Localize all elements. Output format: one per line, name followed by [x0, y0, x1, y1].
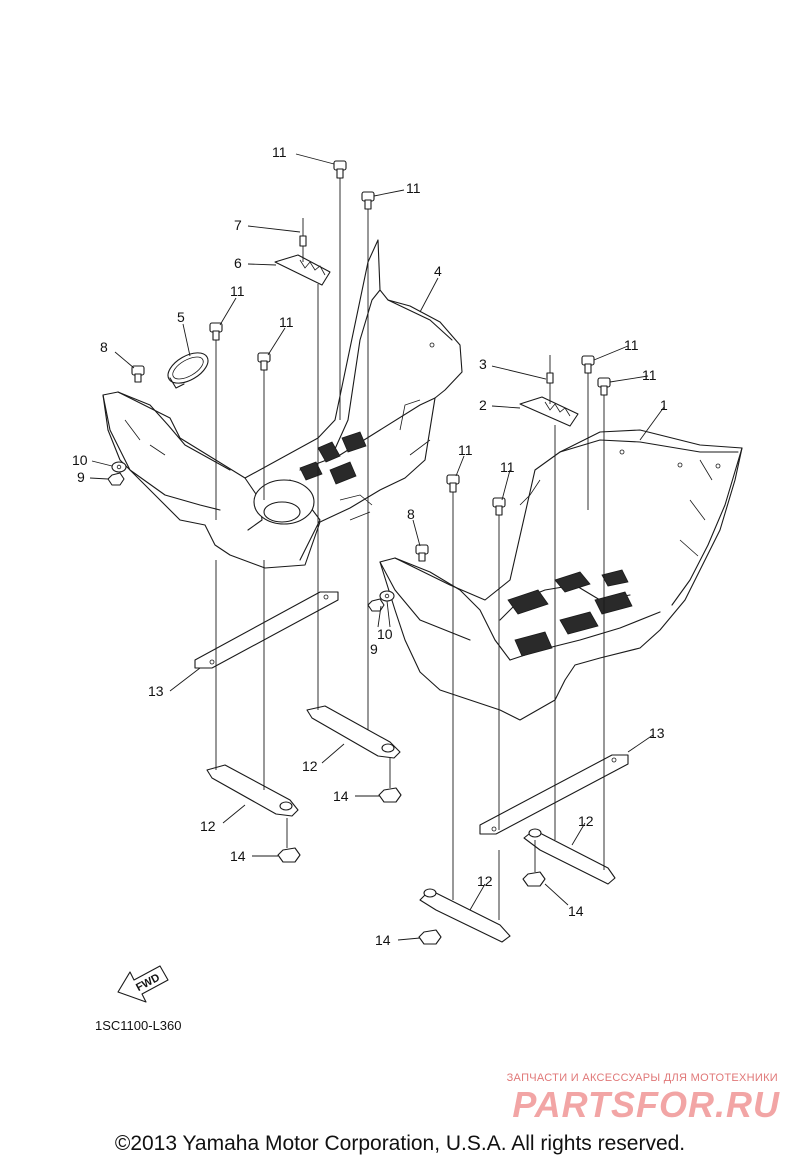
callout-13: 13 [649, 725, 665, 741]
callout-labels: 11 11 7 6 4 5 11 11 8 10 9 3 2 11 11 1 1… [72, 144, 668, 948]
diagram-code: 1SC1100-L360 [95, 1018, 182, 1033]
bracket-part-6 [274, 254, 331, 286]
stay-part-12-a [306, 705, 401, 759]
bolt-part-11-f [597, 377, 611, 396]
nut-part-14-d [418, 929, 442, 945]
nut-part-9-left [107, 472, 125, 486]
pin-part-7 [299, 218, 307, 247]
stay-part-12-b [206, 764, 299, 817]
callout-8: 8 [407, 506, 415, 522]
callout-10: 10 [72, 452, 88, 468]
callout-12: 12 [302, 758, 318, 774]
callout-10: 10 [377, 626, 393, 642]
bolt-part-11-e [581, 355, 595, 374]
callout-6: 6 [234, 255, 242, 271]
nut-part-9-right [367, 598, 385, 612]
nut-part-14-b [277, 847, 301, 863]
nut-part-14-a [378, 787, 402, 803]
bracket-part-2 [519, 396, 579, 427]
washer-part-10-left [111, 461, 127, 473]
callout-11: 11 [279, 314, 294, 330]
screw-part-8-left [131, 365, 145, 383]
callout-11: 11 [458, 442, 473, 458]
screw-part-8-right [415, 544, 429, 562]
pin-part-3 [546, 355, 554, 384]
bolt-part-11-b [361, 191, 375, 210]
plate-part-13-left [194, 591, 339, 669]
bolt-part-11-d [257, 352, 271, 371]
bolt-part-11-c [209, 322, 223, 341]
callout-13: 13 [148, 683, 164, 699]
callout-12: 12 [578, 813, 594, 829]
callout-5: 5 [177, 309, 185, 325]
nut-part-14-c [522, 871, 546, 887]
bolt-part-11-a [333, 160, 347, 179]
callout-leaders [89, 153, 665, 941]
callout-9: 9 [77, 469, 85, 485]
callout-14: 14 [568, 903, 584, 919]
stay-part-12-d [419, 888, 511, 943]
plate-part-13-right [479, 754, 629, 835]
grommet-part-5 [167, 352, 209, 389]
callout-11: 11 [406, 180, 421, 196]
callout-2: 2 [479, 397, 487, 413]
callout-8: 8 [100, 339, 108, 355]
left-footrest-part-4 [102, 239, 463, 569]
callout-11: 11 [500, 459, 515, 475]
stay-part-12-c [523, 828, 616, 885]
callout-14: 14 [375, 932, 391, 948]
forward-arrow-icon: FWD [117, 965, 169, 1003]
callout-14: 14 [230, 848, 246, 864]
copyright-notice: ©2013 Yamaha Motor Corporation, U.S.A. A… [114, 1132, 686, 1155]
callout-12: 12 [477, 873, 493, 889]
callout-11: 11 [624, 337, 639, 353]
watermark-tagline: ЗАПЧАСТИ И АКСЕССУАРЫ ДЛЯ МОТОТЕХНИКИ [506, 1072, 778, 1084]
callout-4: 4 [434, 263, 442, 279]
callout-9: 9 [370, 641, 378, 657]
callout-1: 1 [660, 397, 668, 413]
callout-14: 14 [333, 788, 349, 804]
right-footrest-part-1 [379, 429, 743, 721]
watermark-logo: PARTSFOR.RU [512, 1084, 780, 1125]
callout-12: 12 [200, 818, 216, 834]
bolt-part-11-h [492, 497, 506, 516]
callout-11: 11 [272, 144, 287, 160]
assembly-lines [215, 178, 605, 920]
washer-part-10-right [379, 590, 395, 602]
bolt-part-11-g [446, 474, 460, 493]
callout-3: 3 [479, 356, 487, 372]
callout-11: 11 [642, 367, 657, 383]
callout-11: 11 [230, 283, 245, 299]
callout-7: 7 [234, 217, 242, 233]
